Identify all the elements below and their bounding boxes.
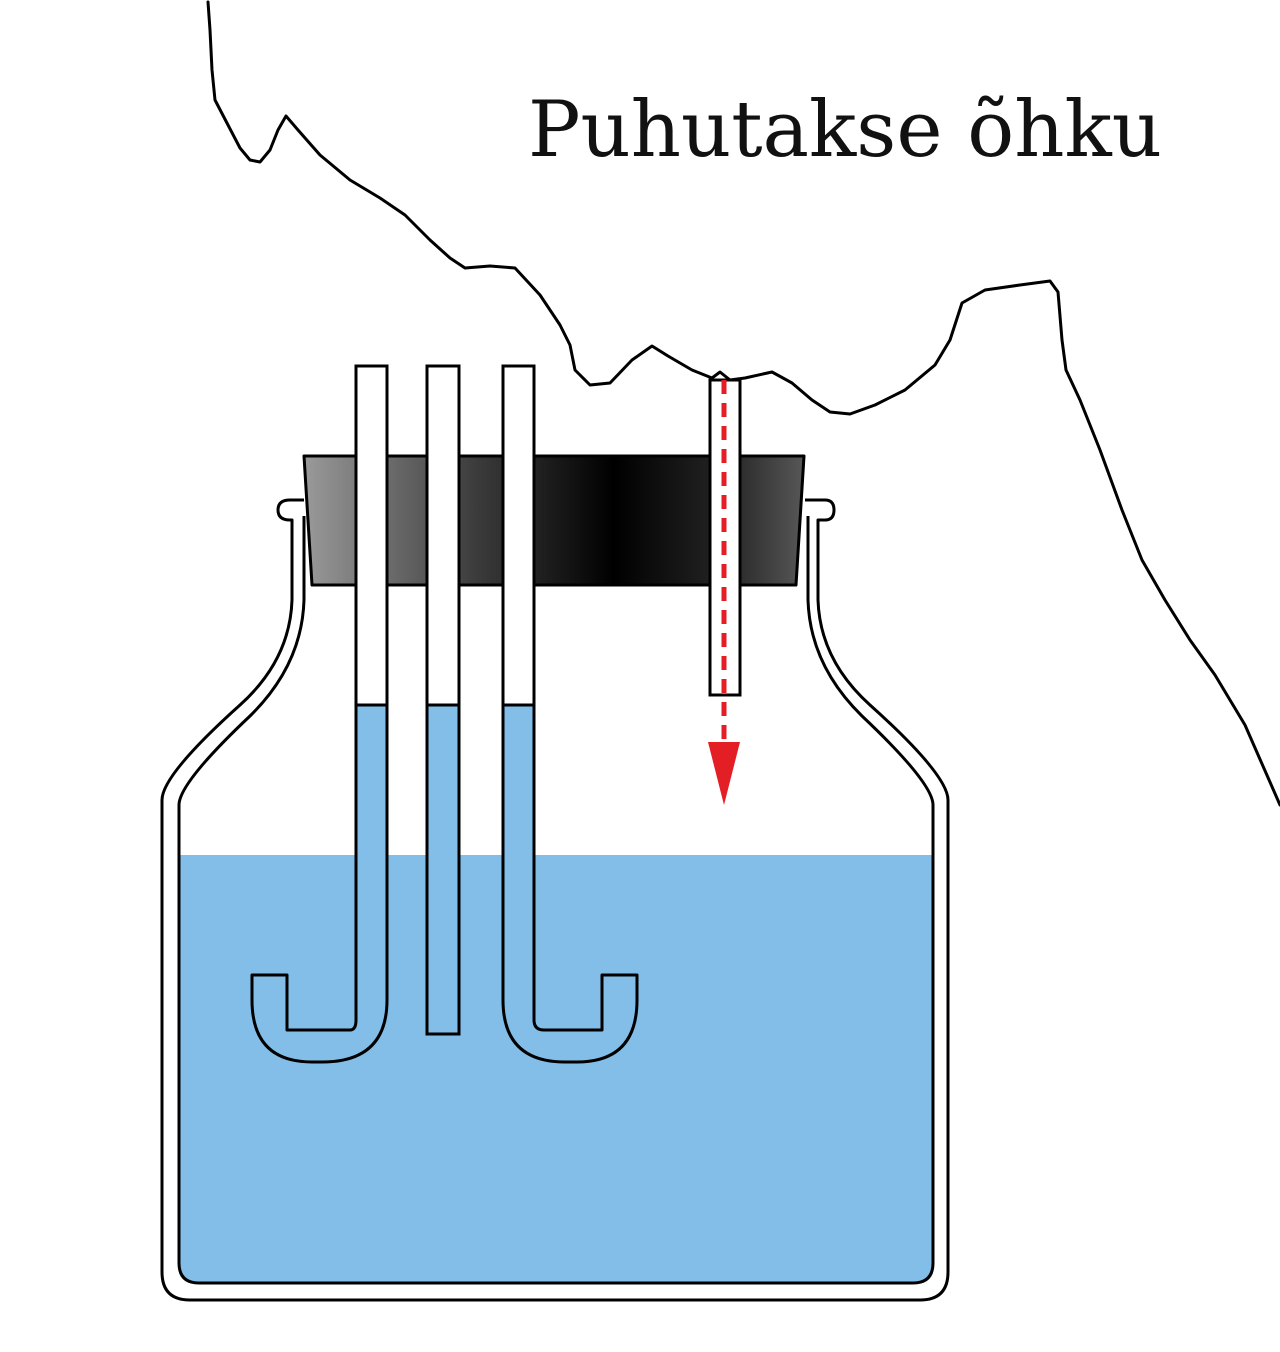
- tube-2-glass: [425, 364, 461, 707]
- hand-outline-icon: [206, 0, 1280, 807]
- jar-inner: [177, 516, 935, 1285]
- arrow-head: [708, 742, 740, 805]
- tube-1-glass: [354, 364, 389, 707]
- tube-3-glass: [501, 364, 536, 707]
- water: [179, 855, 933, 1283]
- tube-1-water: [250, 703, 389, 1064]
- tube-2-water: [425, 703, 461, 1036]
- tube-4-glass: [708, 378, 742, 697]
- caption-text: Puhutakse õhku: [528, 85, 1162, 175]
- jar-outer: [160, 498, 950, 1302]
- tube-3-water: [501, 703, 639, 1064]
